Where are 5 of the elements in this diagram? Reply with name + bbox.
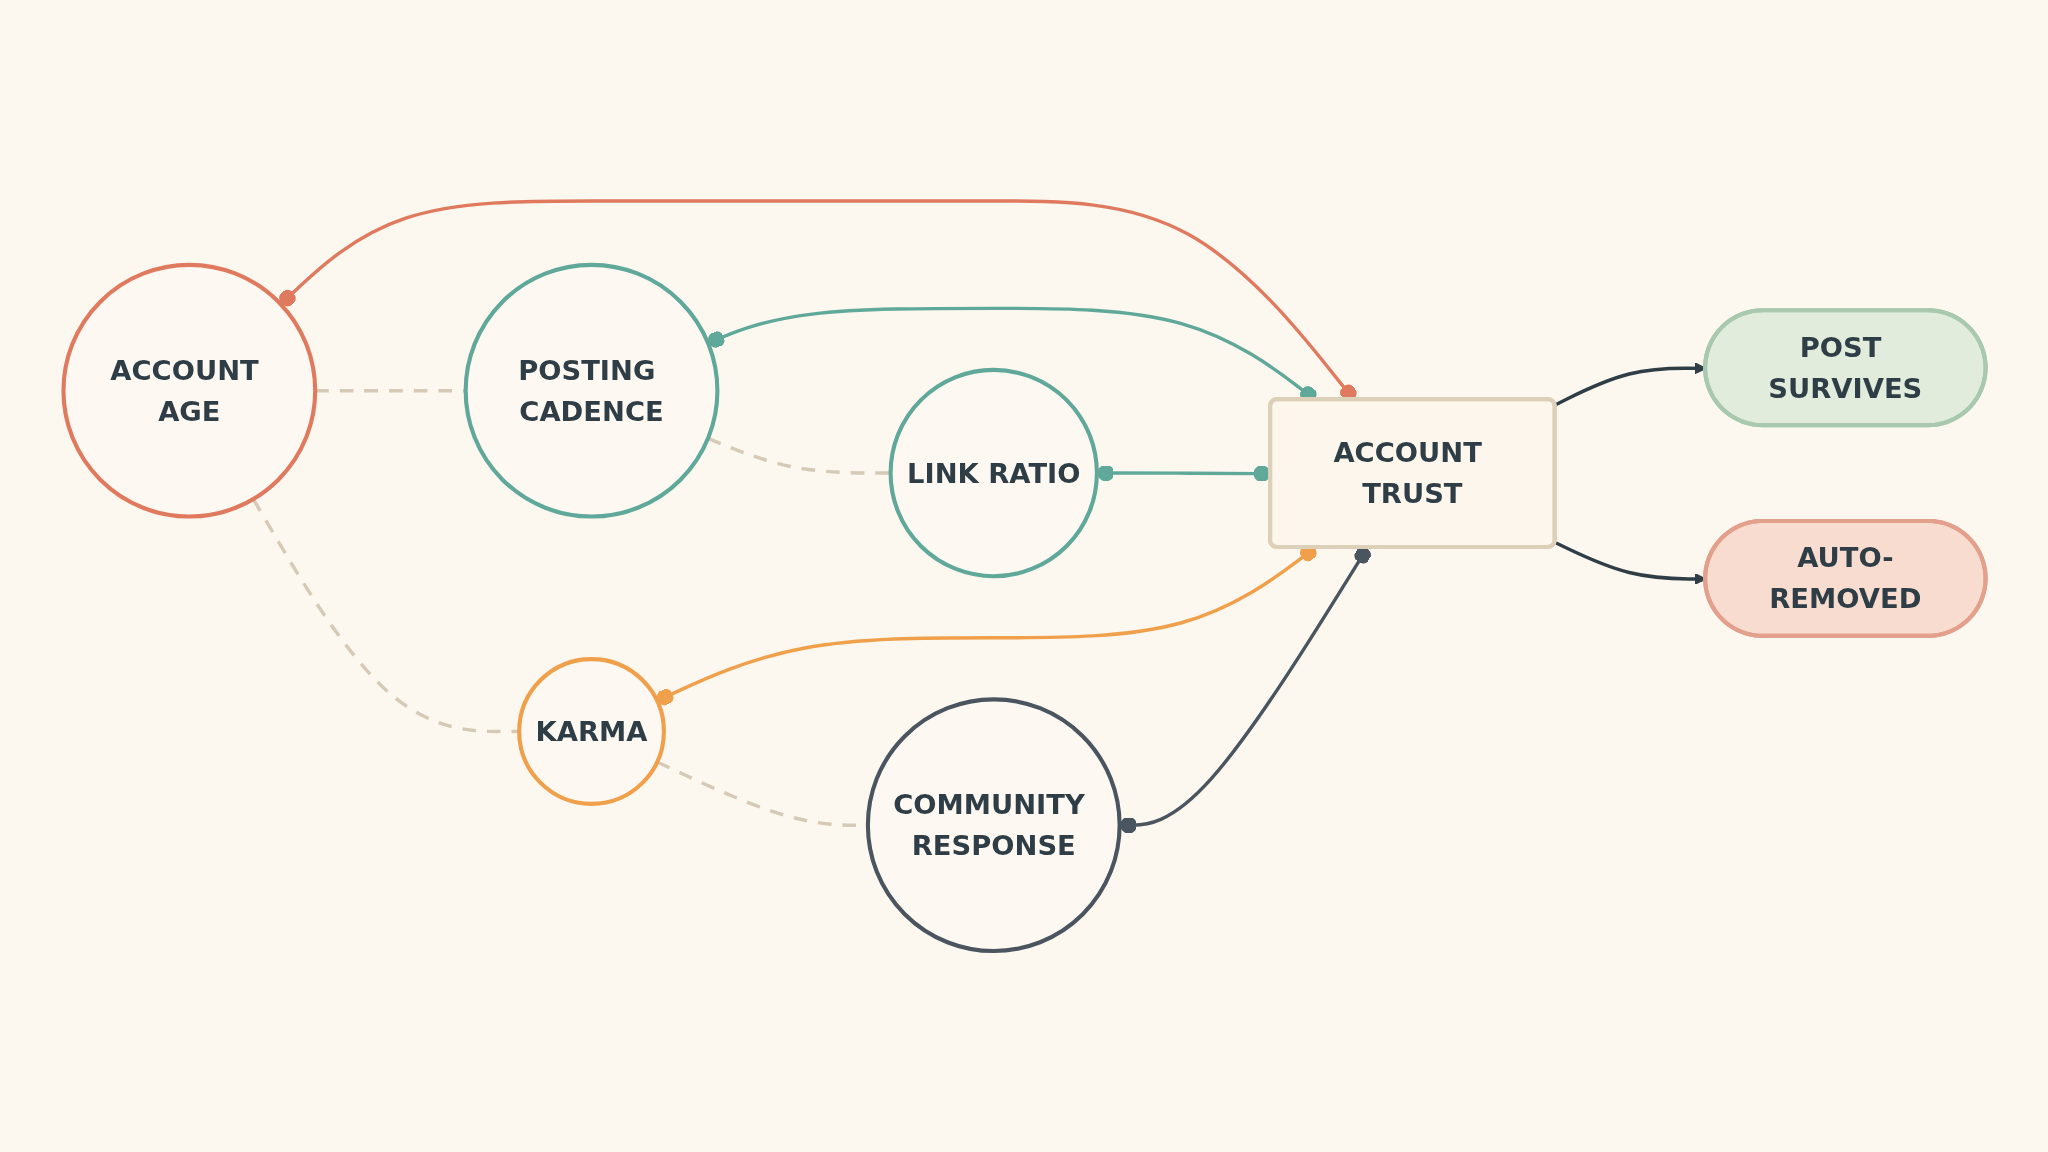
node-circle: POSTING CADENCE bbox=[463, 262, 719, 519]
node-circle: ACCOUNT AGE bbox=[60, 262, 317, 519]
node-circle: KARMA bbox=[516, 657, 666, 806]
node-circle: LINK RATIO bbox=[888, 367, 1099, 579]
node-circle: COMMUNITY RESPONSE bbox=[865, 697, 1122, 954]
